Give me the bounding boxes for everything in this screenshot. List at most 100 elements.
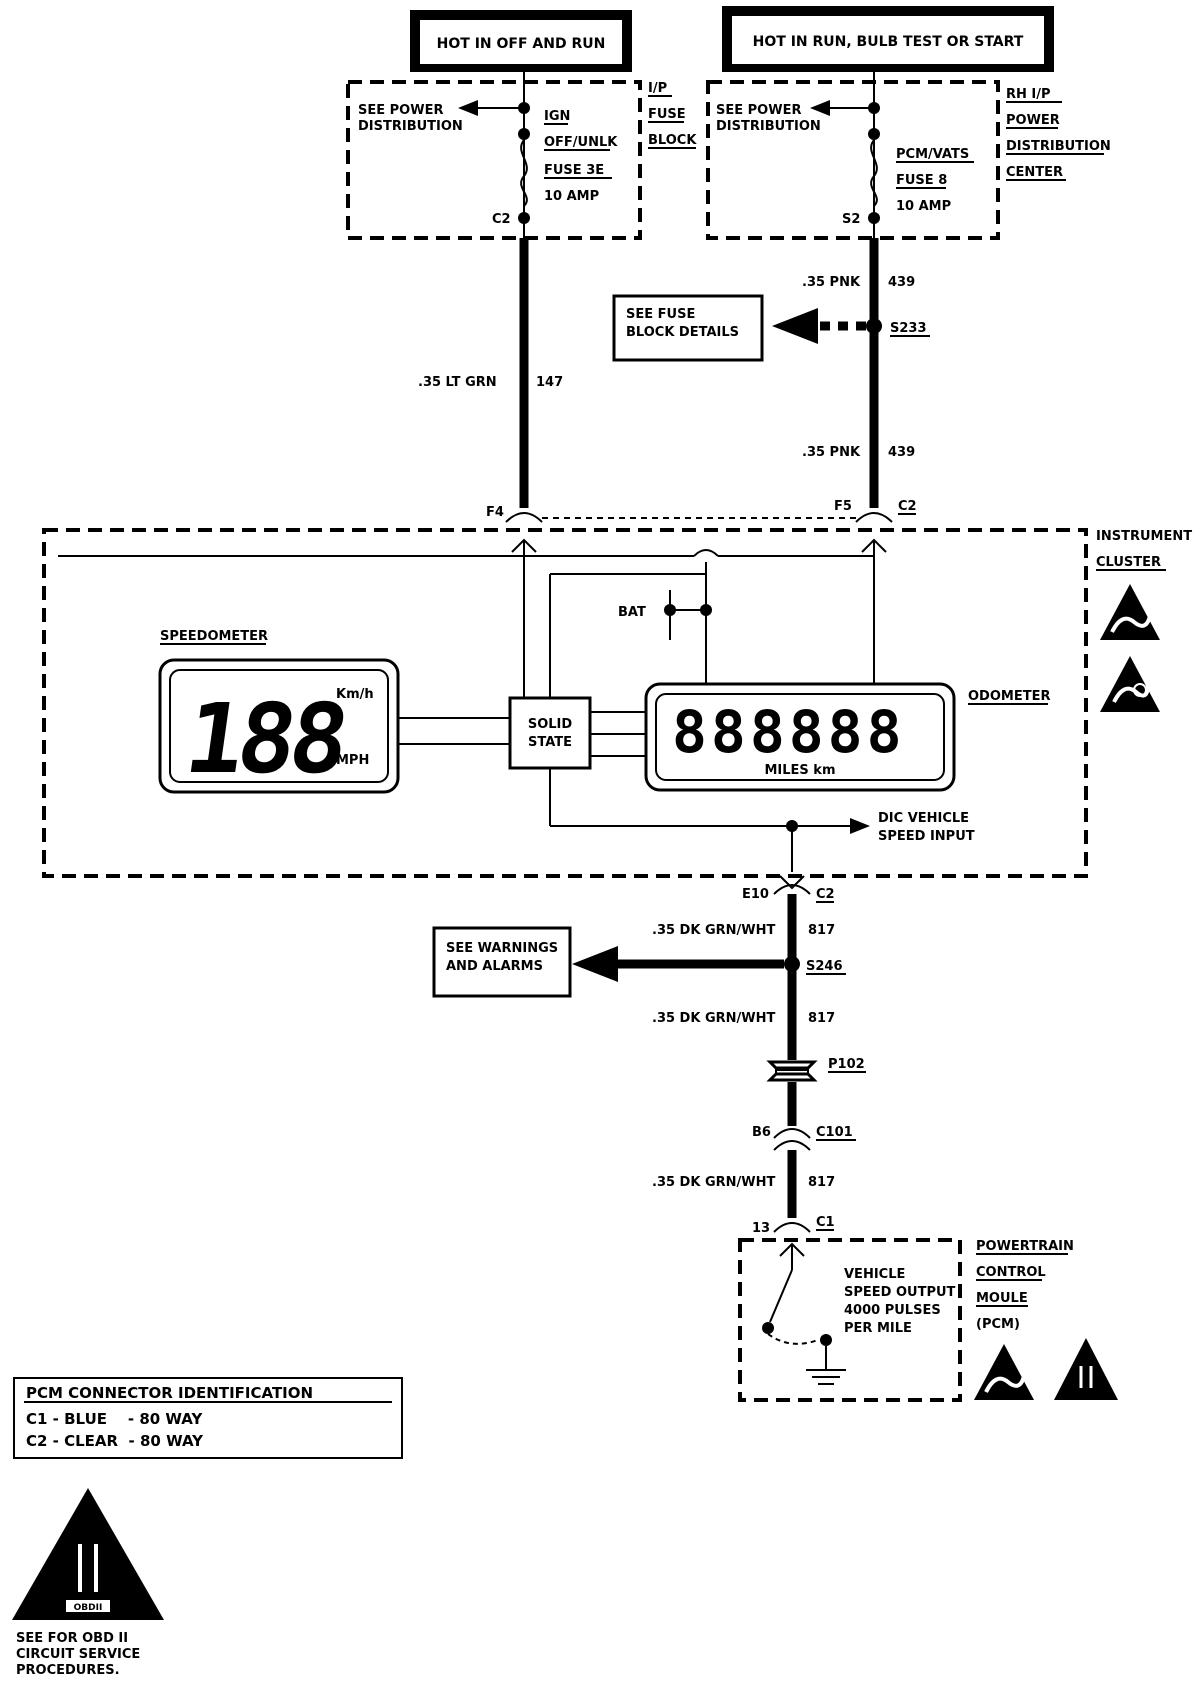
connector-id-row-c2: C2 - CLEAR - 80 WAY <box>26 1432 204 1450</box>
pcm-connector-identification: PCM CONNECTOR IDENTIFICATION C1 - BLUE -… <box>13 1377 403 1459</box>
instrument-cluster-label-2: CLUSTER <box>1096 555 1161 570</box>
f5-label: F5 <box>834 499 852 514</box>
solid-state-label-2: STATE <box>528 735 572 750</box>
fuse-3e-label: FUSE 3E <box>544 163 604 178</box>
obd-ii-note: II OBDII SEE FOR OBD II CIRCUIT SERVICE … <box>12 1488 164 1678</box>
wire-439: .35 PNK 439 .35 PNK 439 S233 SEE FUSE BL… <box>612 238 930 508</box>
solid-state-module <box>508 696 592 770</box>
power-source-left: HOT IN OFF AND RUN <box>410 10 632 72</box>
circuit-number-label: 817 <box>808 1011 835 1026</box>
arrow-icon <box>810 100 830 116</box>
connector-id-title: PCM CONNECTOR IDENTIFICATION <box>26 1384 313 1402</box>
vehicle-speed-output-label-2: SPEED OUTPUT <box>844 1285 956 1300</box>
rh-ip-label-4: CENTER <box>1006 165 1063 180</box>
instrument-cluster: INSTRUMENT CLUSTER BAT SPEEDOMETER 188 K… <box>42 528 1192 878</box>
see-power-label: SEE POWER <box>358 103 443 118</box>
obd-note-line-1: SEE FOR OBD II <box>16 1631 128 1646</box>
switch-icon <box>762 1269 832 1346</box>
solid-state-label: SOLID <box>528 717 573 732</box>
esd-warning-icon <box>1100 584 1160 640</box>
odometer-digits: 888888 <box>672 698 906 766</box>
esd-warning-icon <box>974 1344 1034 1400</box>
f4-label: F4 <box>486 505 504 520</box>
s246-label: S246 <box>806 959 843 974</box>
circuit-number-label: 439 <box>888 275 915 290</box>
arrow-icon <box>850 818 870 834</box>
s2-connector-label: S2 <box>842 212 860 227</box>
speedometer-digits: 188 <box>179 682 350 794</box>
rh-ip-power-distribution-center: SEE POWER DISTRIBUTION PCM/VATS FUSE 8 1… <box>706 72 1111 240</box>
wire-gauge-label: .35 PNK <box>802 275 861 290</box>
powertrain-control-module: VEHICLE SPEED OUTPUT 4000 PULSES PER MIL… <box>738 1238 1118 1402</box>
fuse-details-ref: SEE FUSE <box>626 307 695 322</box>
e10-label: E10 <box>742 887 769 902</box>
obd-note-line-3: PROCEDURES. <box>16 1663 120 1678</box>
fuse-8-amp: 10 AMP <box>896 199 951 214</box>
c101-label: C101 <box>816 1125 853 1140</box>
power-source-right-label: HOT IN RUN, BULB TEST OR START <box>753 34 1024 50</box>
dic-vehicle-speed-label-2: SPEED INPUT <box>878 829 975 844</box>
fuse-icon <box>520 139 528 207</box>
wire-gauge-label: .35 DK GRN/WHT <box>652 1011 775 1026</box>
ground-icon <box>806 1369 846 1385</box>
obd-ii-icon <box>12 1488 164 1620</box>
c1-label: C1 <box>816 1215 835 1230</box>
vehicle-speed-output-label: VEHICLE <box>844 1267 905 1282</box>
obd-note-line-2: CIRCUIT SERVICE <box>16 1647 140 1662</box>
c2-label: C2 <box>898 499 917 514</box>
pin-13-label: 13 <box>752 1221 770 1236</box>
p102-label: P102 <box>828 1057 865 1072</box>
rh-ip-label: RH I/P <box>1006 87 1051 102</box>
pcm-label-2: CONTROL <box>976 1265 1046 1280</box>
arrow-icon <box>772 308 818 344</box>
circuit-number-label: 817 <box>808 1175 835 1190</box>
obd-ii-icon <box>1054 1338 1118 1400</box>
rh-ip-label-3: DISTRIBUTION <box>1006 139 1111 154</box>
ip-fuse-block-label-3: BLOCK <box>648 133 697 148</box>
wire-gauge-label: .35 LT GRN <box>418 375 497 390</box>
circuit-number-label: 439 <box>888 445 915 460</box>
esd-warning-icon <box>1100 656 1160 712</box>
fuse-8-label: FUSE 8 <box>896 173 947 188</box>
warnings-ref: SEE WARNINGS <box>446 941 558 956</box>
bat-label: BAT <box>618 605 646 620</box>
obd-badge: OBDII <box>74 1603 103 1613</box>
warnings-ref-2: AND ALARMS <box>446 959 543 974</box>
dic-vehicle-speed-label: DIC VEHICLE <box>878 811 969 826</box>
odometer-display <box>644 682 956 792</box>
s233-label: S233 <box>890 321 927 336</box>
circuit-number-label: 147 <box>536 375 563 390</box>
connector-id-row-c1: C1 - BLUE - 80 WAY <box>26 1410 203 1428</box>
splice-s233 <box>866 318 882 334</box>
off-unlk-label: OFF/UNLK <box>544 135 618 150</box>
see-power-label-2: DISTRIBUTION <box>716 119 821 134</box>
wire-817: E10 C2 .35 DK GRN/WHT 817 S246 SEE WARNI… <box>432 875 866 1236</box>
fuse-details-ref-2: BLOCK DETAILS <box>626 325 739 340</box>
cluster-connectors-top: F4 F5 C2 <box>486 499 917 553</box>
see-power-label: SEE POWER <box>716 103 801 118</box>
b6-label: B6 <box>752 1125 771 1140</box>
speedometer-label: SPEEDOMETER <box>160 629 268 644</box>
vehicle-speed-output-label-3: 4000 PULSES <box>844 1303 941 1318</box>
instrument-cluster-label: INSTRUMENT <box>1096 529 1192 544</box>
wire-gauge-label: .35 DK GRN/WHT <box>652 1175 775 1190</box>
ign-label: IGN <box>544 109 570 124</box>
c2-label: C2 <box>816 887 835 902</box>
power-source-right: HOT IN RUN, BULB TEST OR START <box>722 6 1054 72</box>
c2-connector-label: C2 <box>492 212 511 227</box>
fuse-3e-amp: 10 AMP <box>544 189 599 204</box>
circuit-number-label: 817 <box>808 923 835 938</box>
pcm-label-4: (PCM) <box>976 1317 1020 1332</box>
p102-connector <box>766 1060 818 1082</box>
wire-gauge-label: .35 PNK <box>802 445 861 460</box>
fuse-icon <box>870 139 878 207</box>
pcm-vats-label: PCM/VATS <box>896 147 969 162</box>
splice-s246 <box>784 956 800 972</box>
power-source-left-label: HOT IN OFF AND RUN <box>437 36 606 52</box>
arrow-icon <box>572 946 618 982</box>
odometer-label: ODOMETER <box>968 689 1050 704</box>
wire-gauge-label: .35 DK GRN/WHT <box>652 923 775 938</box>
ip-fuse-block-label: I/P <box>648 81 667 96</box>
ip-fuse-block: SEE POWER DISTRIBUTION IGN OFF/UNLK FUSE… <box>346 72 697 240</box>
